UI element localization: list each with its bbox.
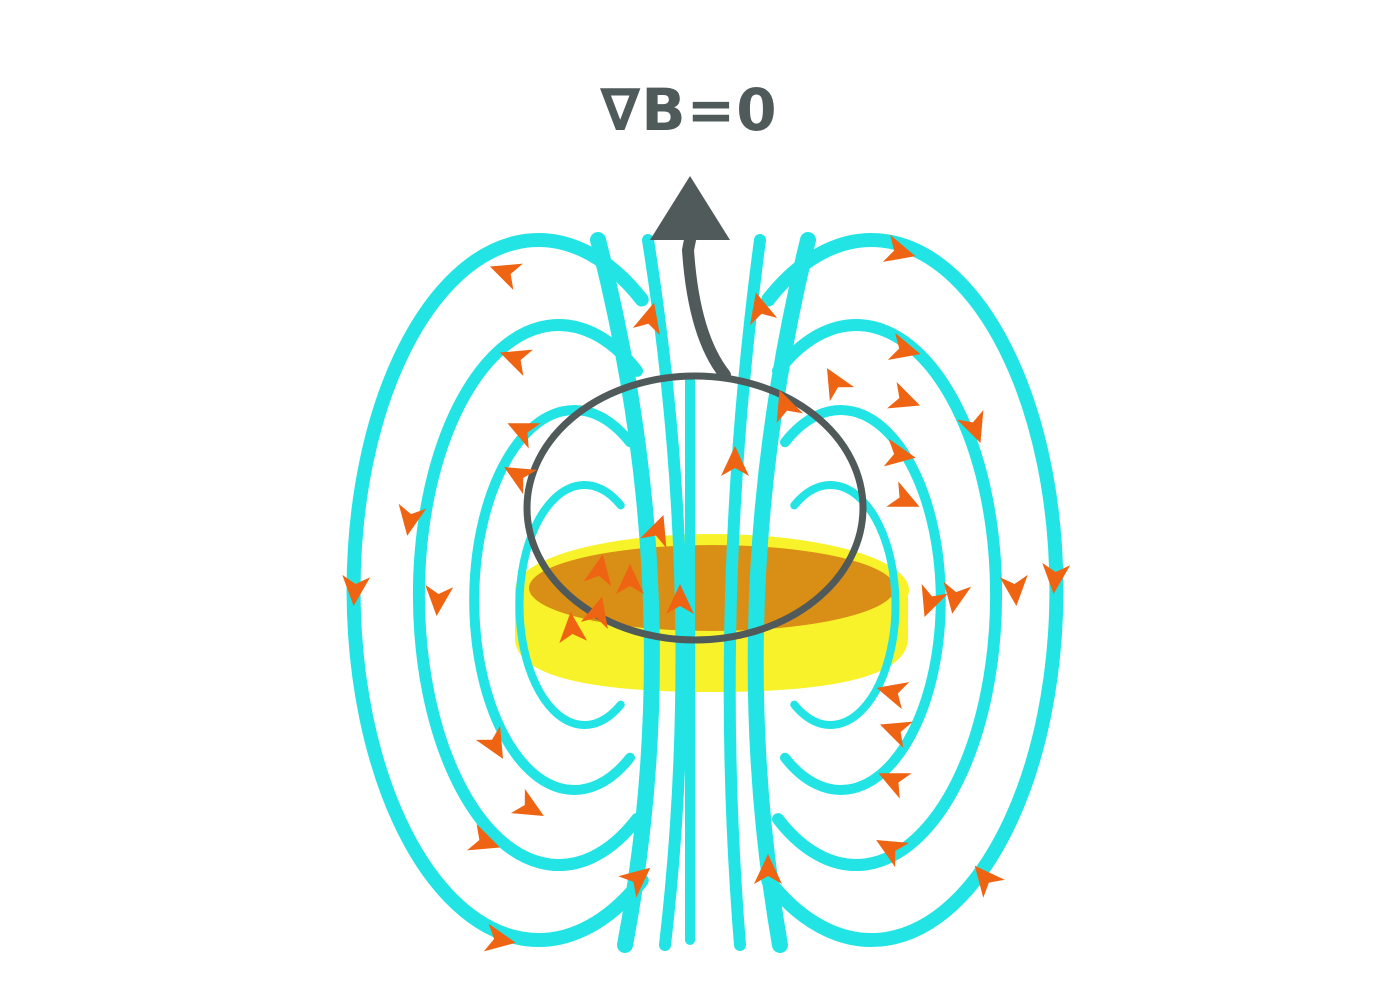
field-arrow-1 (489, 263, 523, 290)
field-arrow-12 (618, 867, 651, 898)
field-arrow-6 (342, 574, 371, 606)
field-arrow-33 (921, 584, 948, 618)
field-arrow-22 (559, 612, 588, 644)
field-arrow-4 (504, 467, 538, 495)
field-line-center-right-inner (723, 234, 766, 951)
field-arrow-7 (425, 584, 454, 616)
field-arrow-24 (882, 234, 916, 262)
field-arrow-2 (499, 349, 533, 376)
arrow-shaft (681, 234, 731, 381)
field-arrow-10 (467, 824, 501, 851)
field-line-left-3 (469, 405, 635, 795)
field-arrow-16 (776, 389, 803, 423)
field-arrow-27 (957, 410, 984, 444)
field-arrow-29 (886, 481, 920, 507)
field-arrow-32 (943, 581, 972, 614)
field-arrow-14 (750, 292, 778, 326)
field-line-left-2 (412, 319, 643, 871)
field-arrow-37 (876, 840, 910, 868)
field-arrow-26 (887, 382, 921, 409)
field-arrow-34 (876, 682, 910, 710)
gaussian-loop (523, 372, 867, 644)
field-arrow-5 (398, 503, 427, 536)
field-arrow-8 (475, 725, 503, 759)
field-arrow-17 (721, 446, 749, 476)
field-arrow-13 (632, 302, 660, 336)
field-arrow-35 (879, 721, 913, 748)
field-arrow-30 (999, 574, 1028, 606)
field-line-right-1 (761, 233, 1064, 947)
field-arrow-3 (507, 423, 541, 449)
field-arrow-11 (483, 923, 516, 952)
field-arrow-21 (666, 584, 694, 614)
arrow-head (650, 176, 730, 240)
upward-arrow-icon (650, 176, 731, 381)
field-arrow-15 (827, 368, 855, 402)
field-line-right-2 (772, 319, 1003, 871)
field-direction-arrows (342, 234, 1071, 952)
field-arrow-25 (887, 332, 921, 360)
field-arrow-31 (1042, 562, 1071, 594)
field-arrow-39 (754, 854, 782, 884)
field-arrow-38 (974, 865, 1005, 898)
field-arrow-36 (878, 773, 912, 799)
field-line-right-4 (790, 481, 900, 729)
divergence-equation: ∇B=0 (600, 76, 778, 144)
field-arrow-9 (510, 788, 544, 816)
field-arrow-23 (580, 596, 608, 630)
field-line-center-right-outer (747, 232, 816, 953)
field-arrow-19 (583, 554, 612, 587)
field-arrow-18 (640, 514, 667, 548)
field-arrow-28 (883, 438, 916, 467)
field-arrow-20 (616, 564, 644, 594)
field-line-center-left-outer (590, 232, 660, 953)
magnet-top-inner (529, 545, 895, 631)
field-line-left-4 (515, 481, 625, 729)
